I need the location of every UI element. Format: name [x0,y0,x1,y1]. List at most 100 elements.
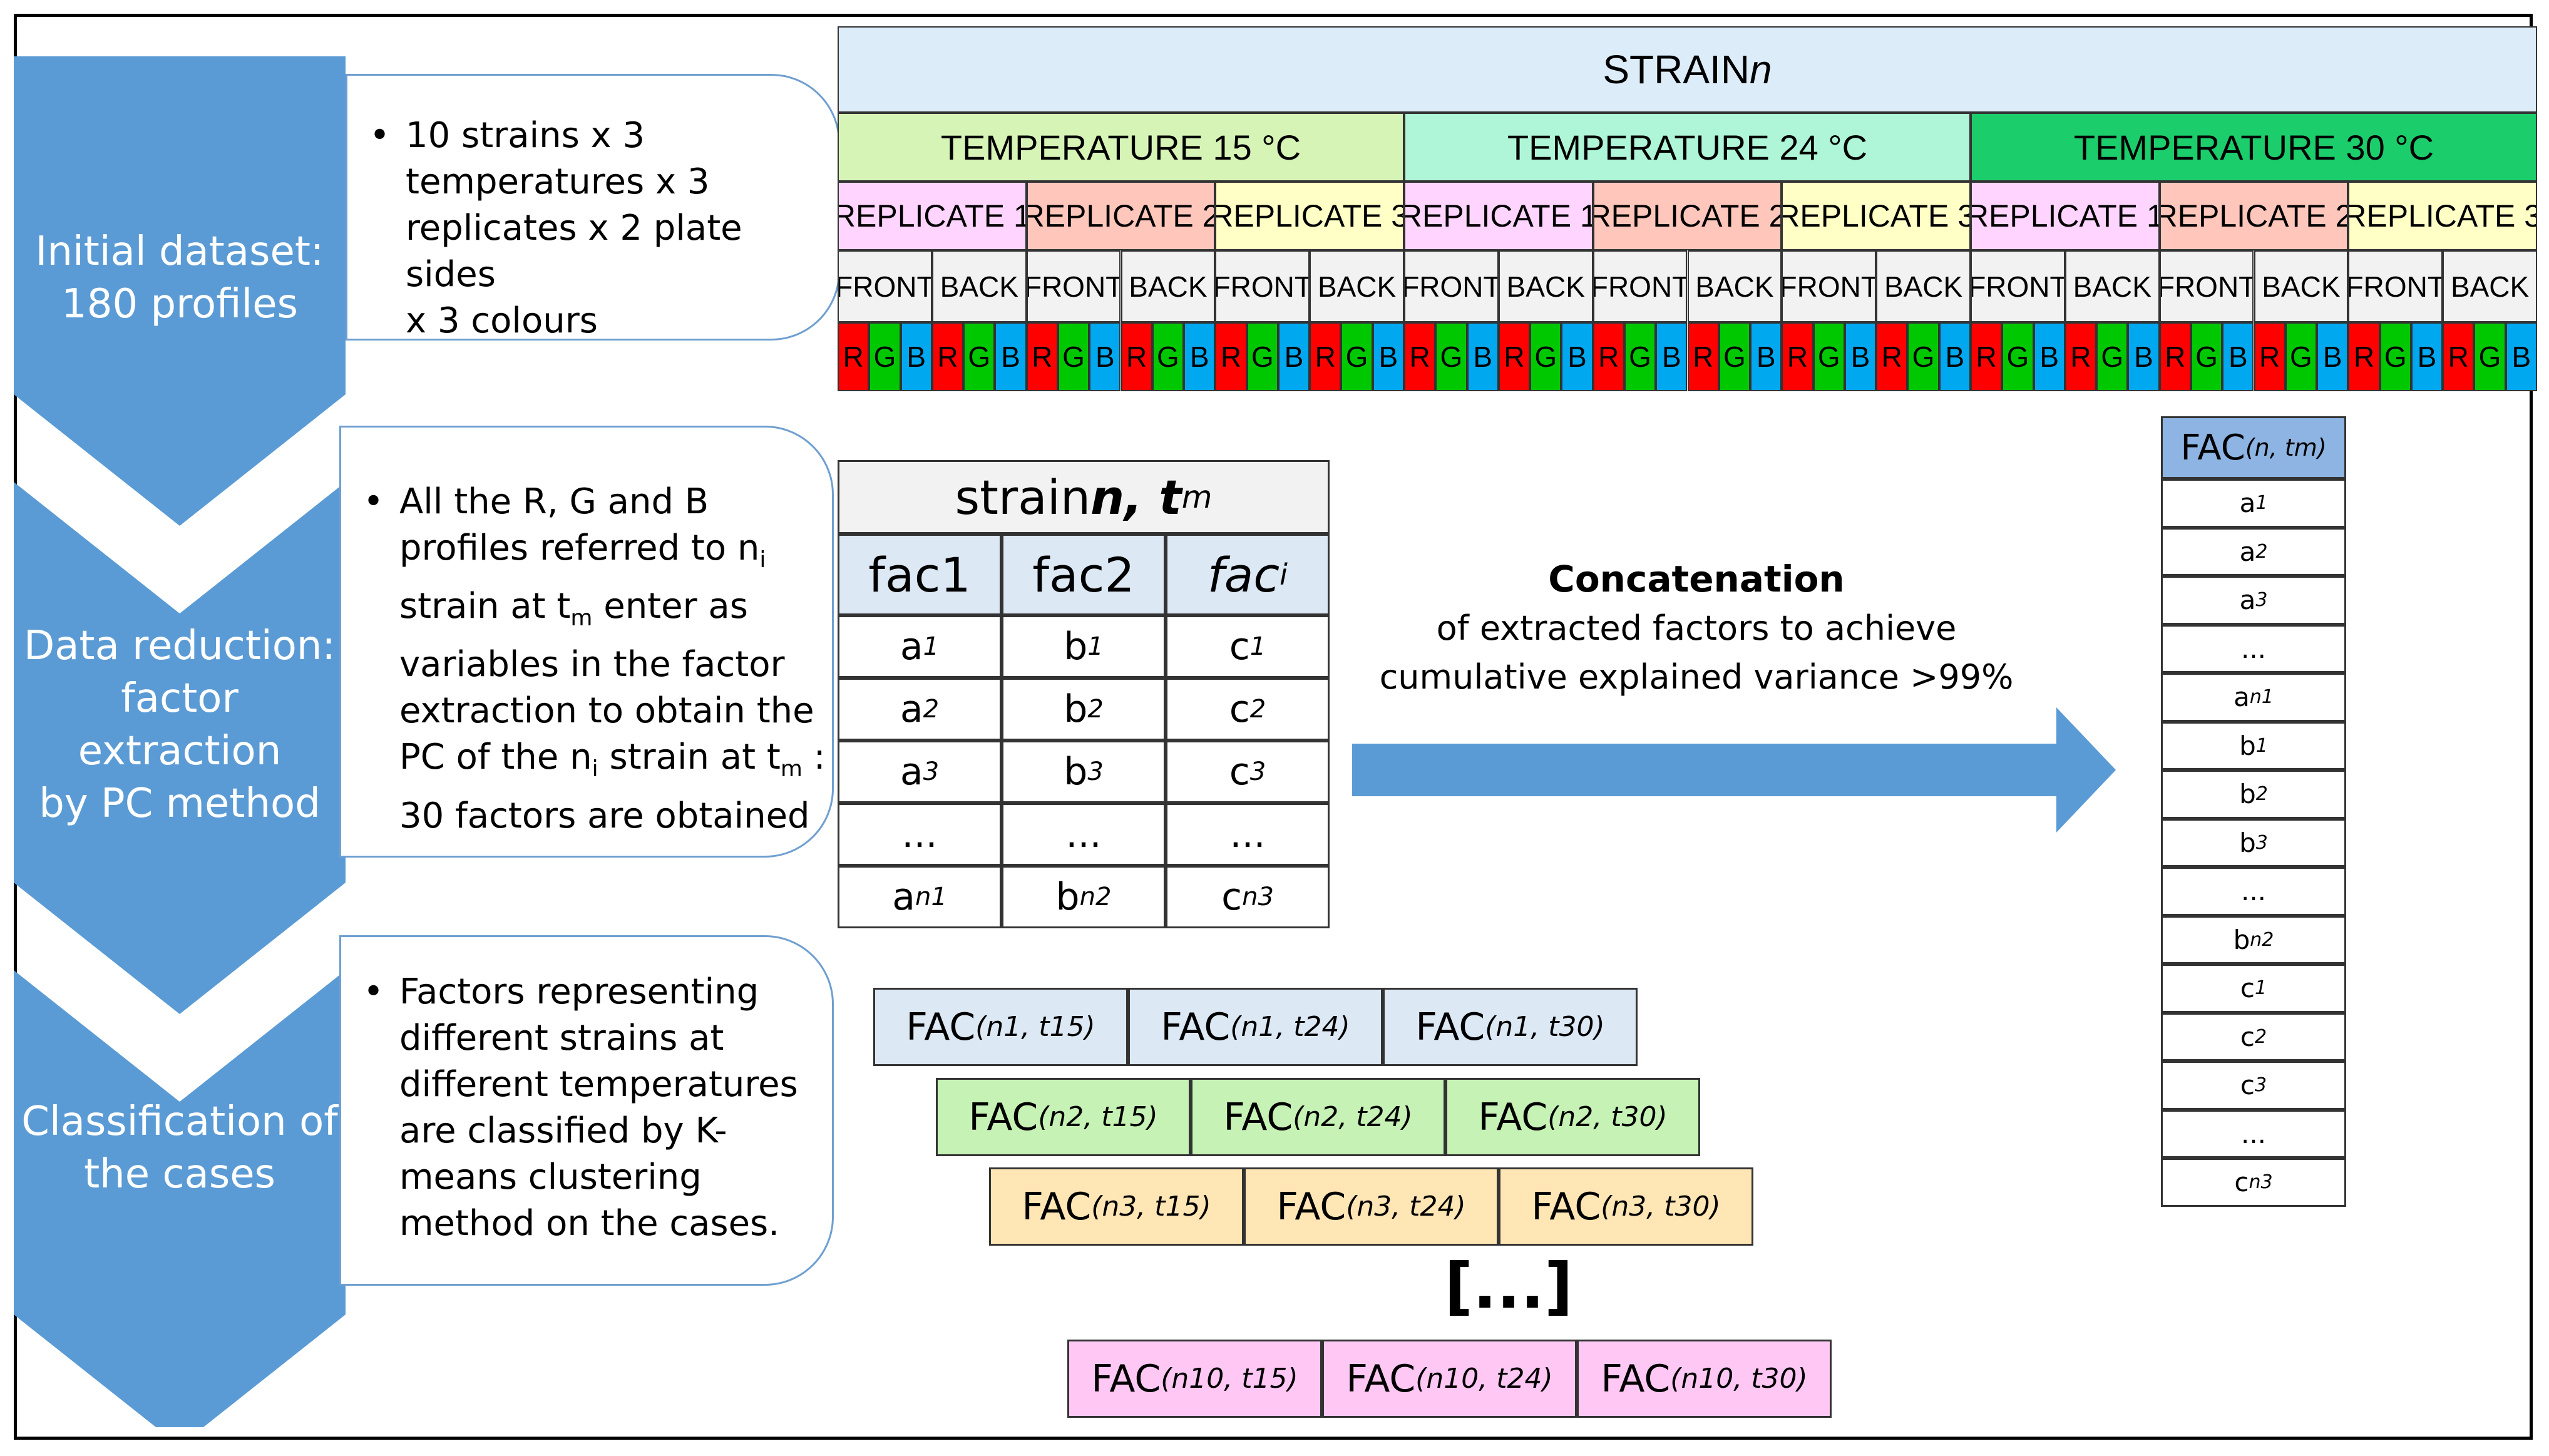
side-header: FRONT [838,250,932,322]
fac-sub: (n10, t30) [1670,1363,1808,1395]
sub-i: i [759,547,766,573]
concatenation-line-2: cumulative explained variance >99% [1379,657,2014,697]
replicate-header: REPLICATE 3 [1782,182,1971,250]
side-header: FRONT [1592,250,1688,322]
side-header: FRONT [2159,250,2254,322]
strain-title: STRAIN n [838,26,2537,113]
fac-item-sub: 3 [2255,589,2268,612]
chevron-flow [14,56,346,1427]
colour-cell: B [1278,322,1310,391]
side-header: FRONT [2348,250,2443,322]
colour-cell: R [2348,322,2380,391]
cell-sub: 2 [1249,695,1266,724]
fac-sub: (n10, t24) [1415,1363,1553,1395]
cell-main: c [1221,875,1243,919]
bubble-3-text: • Factors representing different strains… [363,972,798,1244]
fac-sub: (n3, t30) [1601,1191,1721,1223]
cell-main: ... [1229,813,1266,856]
chevron-stage-1 [14,56,346,526]
fac-item-sub: 1 [2255,977,2267,1000]
colour-cell: B [900,322,932,391]
fac-item-sub: n2 [2250,928,2274,951]
side-header: FRONT [1026,250,1121,322]
cell-main: c [1229,750,1250,794]
colour-cell: B [1939,322,1971,391]
replicate-header: REPLICATE 3 [2348,182,2537,250]
bubble-1-line: temperatures x 3 [406,161,710,202]
replicate-header: REPLICATE 1 [1971,182,2160,250]
cell-main: b [1064,625,1088,669]
colour-cell: G [2002,322,2034,391]
colour-cell: B [2222,322,2254,391]
cell-sub: 2 [923,695,940,724]
fac-row-cell: FAC(n3, t30) [1499,1167,1753,1246]
header-text: fac1 [868,546,971,603]
colour-cell: G [1718,322,1751,391]
bubble-3-line: Factors representing [399,972,759,1012]
fac-column-item: ... [2161,867,2346,916]
cell-main: a [892,875,915,919]
concatenation-text: Concatenation of extracted factors to ac… [1346,554,2047,702]
fac-main: FAC [1346,1356,1416,1401]
fac-main: FAC [1478,1095,1548,1139]
cell-main: b [1064,750,1088,794]
side-header: FRONT [1971,250,2065,322]
factor-cell: ... [1166,803,1330,866]
colour-cell: G [2474,322,2506,391]
colour-cell: R [1592,322,1624,391]
fac-row-cell: FAC(n2, t15) [936,1078,1191,1156]
header-text: fac [1208,546,1280,603]
fac-row-cell: FAC(n3, t24) [1244,1167,1499,1246]
fac-row-cell: FAC(n2, t24) [1191,1078,1445,1156]
cell-main: ... [901,813,938,856]
fac-sub: (n1, t15) [975,1011,1095,1043]
side-header: BACK [931,250,1027,322]
side-header: BACK [1876,250,1971,322]
chevron-stage-3 [14,970,346,1427]
fac-item-sub: 1 [2255,734,2268,757]
bubble-2-line: enter as [592,586,748,627]
stage-1-line-1: Initial dataset: [35,228,324,275]
stage-2-line-1: Data reduction: [24,623,336,669]
factor-cell: ... [838,803,1002,866]
bubble-3-line: means clustering [399,1157,702,1197]
bubble-2-line: 30 factors are obtained [399,795,810,836]
fac-row-cell: FAC(n1, t24) [1128,988,1383,1066]
colour-cell: B [2033,322,2065,391]
bubble-3 [339,935,834,1286]
colour-cell: G [1907,322,1939,391]
bubble-1-line: 10 strains x 3 [406,115,645,156]
colour-cell: R [2254,322,2285,391]
ellipsis-text: [...] [1444,1249,1573,1323]
side-header: FRONT [1782,250,1877,322]
colour-cell: R [1687,322,1719,391]
fac-row-cell: FAC(n3, t15) [989,1167,1244,1246]
cell-main: c [1229,687,1250,731]
bubble-2-line: strain at t [399,586,571,627]
fac-main: FAC [906,1005,976,1049]
colour-cell: G [1057,322,1090,391]
cell-sub: 1 [1249,632,1266,661]
colour-cell: B [2128,322,2160,391]
stage-3-label: Classification of the cases [14,1095,346,1201]
stage-1-label: Initial dataset: 180 profiles [14,225,346,331]
fac-header-sub: (n, tm) [2245,434,2327,461]
fac-sub: (n1, t30) [1485,1011,1605,1043]
colour-cell: G [1152,322,1184,391]
bubble-2 [339,426,834,858]
fac-item-main: ... [2240,1118,2267,1149]
colour-cell: R [931,322,964,391]
strain-title-n: n [1750,47,1772,92]
side-header: BACK [2064,250,2160,322]
bubble-2-line: : [802,737,826,778]
sub-m: m [570,605,593,632]
fac-item-main: b [2233,924,2250,955]
colour-cell: G [1813,322,1845,391]
